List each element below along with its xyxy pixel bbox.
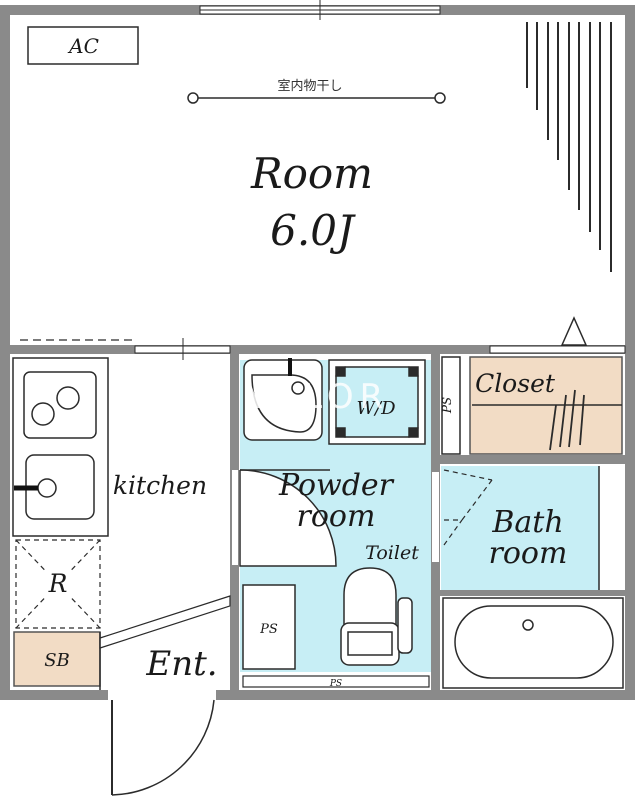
bathroom-floor: [441, 466, 599, 592]
toilet-label: Toilet: [365, 542, 419, 564]
burner-icon: [56, 386, 80, 410]
pipe-space-lower-label: PS: [259, 622, 278, 637]
drying-rod-label: 室内物干し: [277, 78, 342, 94]
bath-room-label-1: Bath: [491, 505, 563, 540]
ac-unit: [27, 26, 139, 65]
kitchen-label: kitchen: [113, 471, 207, 500]
burner-icon: [31, 402, 55, 426]
room-name: Room: [250, 149, 373, 198]
bath-room-label-2: room: [489, 536, 568, 571]
curtain-lines: [526, 22, 612, 272]
basin-bowl: [251, 374, 317, 433]
watermark: VALOR: [247, 377, 389, 417]
drain-icon: [291, 381, 305, 395]
pipe-space-bottom: [242, 675, 430, 688]
pipe-space: [441, 356, 461, 455]
refrigerator-label: R: [48, 569, 68, 598]
toilet: [340, 567, 413, 666]
hanger-lines: [549, 389, 585, 451]
shoe-box-label: SB: [44, 650, 70, 671]
ac-label: AC: [67, 34, 99, 58]
bathroom-door: [443, 469, 493, 546]
closet-door-opening: [489, 345, 626, 354]
refrigerator-space: [15, 539, 101, 629]
bathtub: [442, 597, 624, 689]
room-size: 6.0J: [270, 206, 356, 255]
step-marker: [560, 316, 588, 346]
top-window: [199, 0, 441, 20]
pipe-space-lower: [242, 584, 296, 670]
drying-rod: [187, 92, 446, 104]
powder-room-label-1: Powder: [278, 468, 395, 503]
washer-label: W/D: [357, 398, 397, 419]
powder-room-label-2: room: [297, 499, 376, 534]
entrance-door: [108, 690, 216, 796]
washer-space: [328, 359, 426, 445]
pipe-space-label: PS: [440, 397, 454, 414]
pipe-space-bottom-label: PS: [329, 679, 342, 689]
entrance-label: Ent.: [145, 644, 217, 684]
closet-label: Closet: [475, 369, 556, 398]
balcony-sliding-door: [20, 338, 231, 360]
powder-room-door: [232, 469, 337, 567]
entrance-step: [99, 595, 231, 649]
